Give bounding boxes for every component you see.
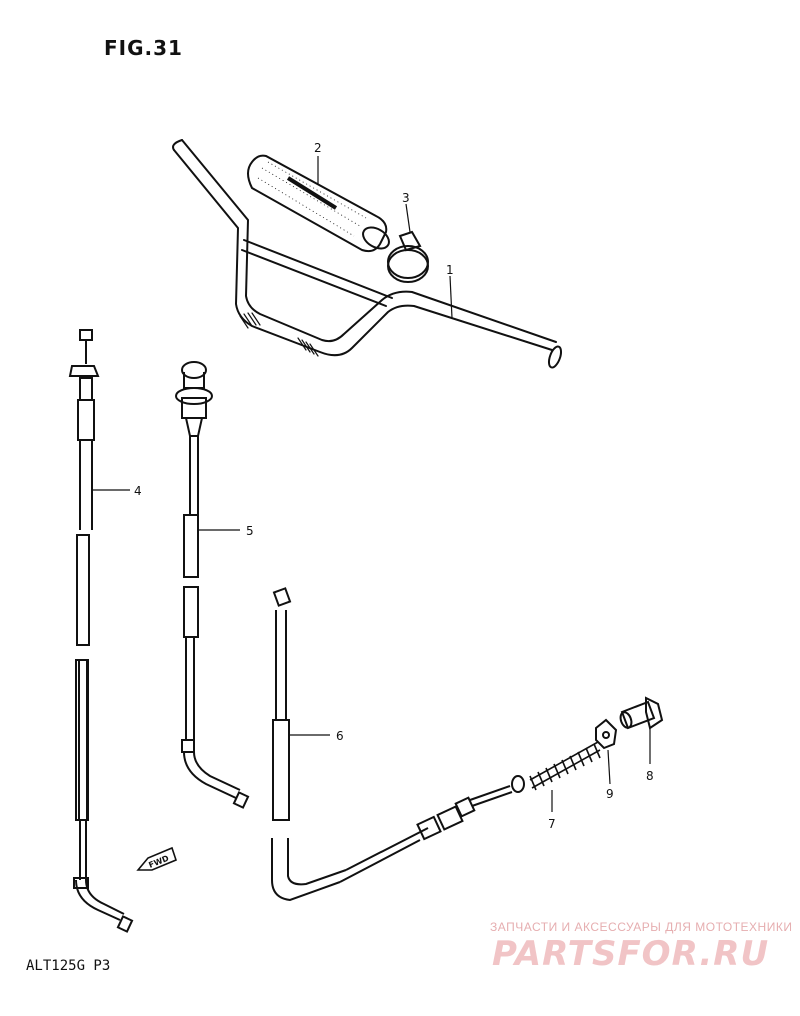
part-number-7: 7 (548, 817, 556, 831)
adjuster-bolt-drawing (619, 696, 664, 730)
brake-cable-drawing (271, 587, 525, 902)
handlebar (172, 139, 563, 369)
part-leader-1 (449, 275, 453, 319)
part-leader-9 (607, 749, 611, 785)
part-number-5: 5 (246, 524, 254, 538)
part-leader-3 (405, 203, 411, 233)
choke-cable-drawing (175, 361, 250, 809)
part-number-3: 3 (402, 191, 410, 205)
joint-drawing (595, 718, 618, 750)
part-number-9: 9 (606, 787, 614, 801)
figure-title: FIG.31 (104, 36, 183, 60)
pad-clamp-drawing (387, 230, 429, 283)
model-code: ALT125G P3 (26, 958, 111, 974)
part-number-8: 8 (646, 769, 654, 783)
part-number-4: 4 (134, 484, 142, 498)
fwd-arrow-icon: FWD (136, 846, 177, 871)
brake-spring-drawing (529, 741, 601, 791)
throttle-cable-drawing (68, 329, 134, 933)
watermark-logo: PARTSFOR.RU (492, 934, 770, 974)
handlebar-pad-drawing (247, 154, 390, 253)
watermark-caption: ЗАПЧАСТИ И АКСЕССУАРЫ ДЛЯ МОТОТЕХНИКИ (490, 920, 793, 934)
part-number-2: 2 (314, 141, 322, 155)
part-number-1: 1 (446, 263, 454, 277)
part-number-6: 6 (336, 729, 344, 743)
